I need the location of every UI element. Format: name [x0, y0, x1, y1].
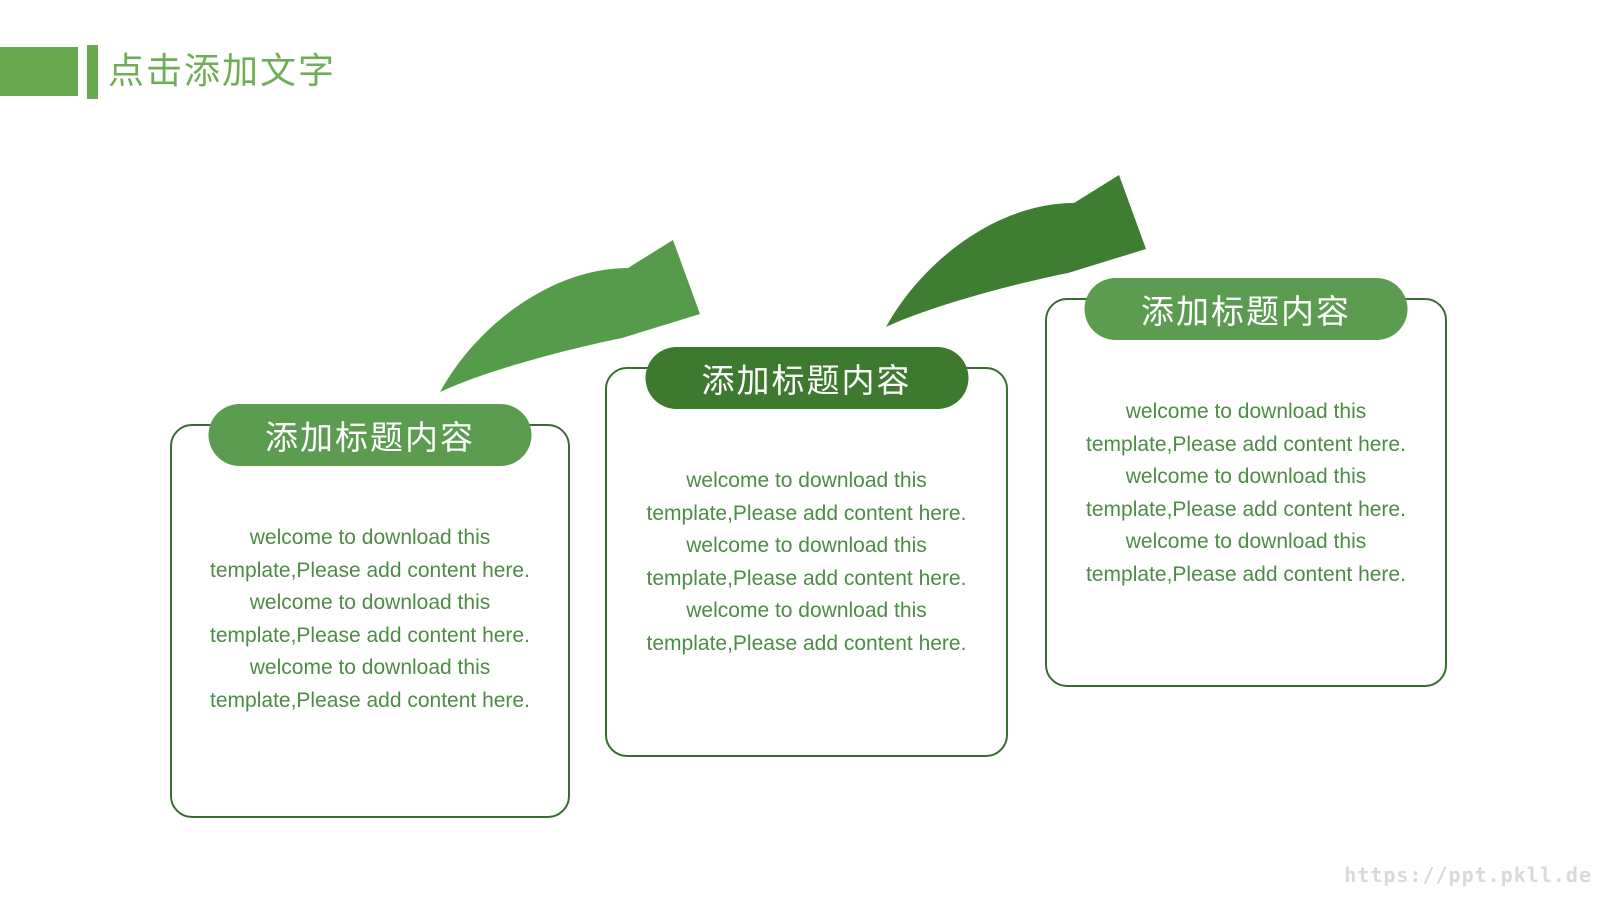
card-body-line: template,Please add content here. — [646, 501, 967, 525]
card-body-line: welcome to download this — [686, 469, 927, 492]
card-body-line: template,Please add content here. — [210, 623, 530, 647]
card-1-title-pill[interactable]: 添加标题内容 — [208, 404, 532, 466]
card-2-body[interactable]: welcome to download this template,Please… — [607, 369, 1006, 660]
card-body-line: welcome to download this — [686, 599, 927, 622]
header-accent-block — [0, 47, 78, 96]
card-1-title: 添加标题内容 — [265, 419, 475, 456]
card-body-line: template,Please add content here. — [1086, 432, 1406, 456]
page-title[interactable]: 点击添加文字 — [108, 50, 337, 91]
curved-arrow-icon — [886, 175, 1146, 327]
card-3-title-pill[interactable]: 添加标题内容 — [1084, 278, 1408, 340]
card-3: 添加标题内容 welcome to download this template… — [1045, 278, 1447, 687]
curved-arrow-icon — [440, 240, 700, 392]
header-accent-bar — [87, 45, 98, 99]
card-body-line: template,Please add content here. — [646, 631, 967, 655]
card-2-title-pill[interactable]: 添加标题内容 — [645, 347, 968, 409]
card-body-line: template,Please add content here. — [210, 558, 530, 582]
card-body-line: welcome to download this — [686, 534, 927, 557]
card-3-body[interactable]: welcome to download this template,Please… — [1047, 300, 1445, 591]
card-1: 添加标题内容 welcome to download this template… — [170, 404, 570, 818]
card-body-line: welcome to download this — [1125, 530, 1367, 553]
card-body-line: welcome to download this — [1125, 465, 1367, 488]
card-body-line: welcome to download this — [1125, 400, 1367, 423]
card-2-title: 添加标题内容 — [701, 362, 912, 399]
card-1-body[interactable]: welcome to download this template,Please… — [172, 426, 568, 717]
card-body-line: template,Please add content here. — [210, 688, 530, 712]
card-body-line: welcome to download this — [249, 526, 491, 549]
card-body-line: welcome to download this — [249, 591, 491, 614]
watermark-url: https://ppt.pkll.de — [1344, 863, 1592, 887]
card-2: 添加标题内容 welcome to download this template… — [605, 347, 1008, 757]
card-body-line: template,Please add content here. — [1086, 562, 1406, 586]
card-body-line: welcome to download this — [249, 656, 491, 679]
card-body-line: template,Please add content here. — [1086, 497, 1406, 521]
card-body-line: template,Please add content here. — [646, 566, 967, 590]
card-3-title: 添加标题内容 — [1141, 293, 1351, 330]
